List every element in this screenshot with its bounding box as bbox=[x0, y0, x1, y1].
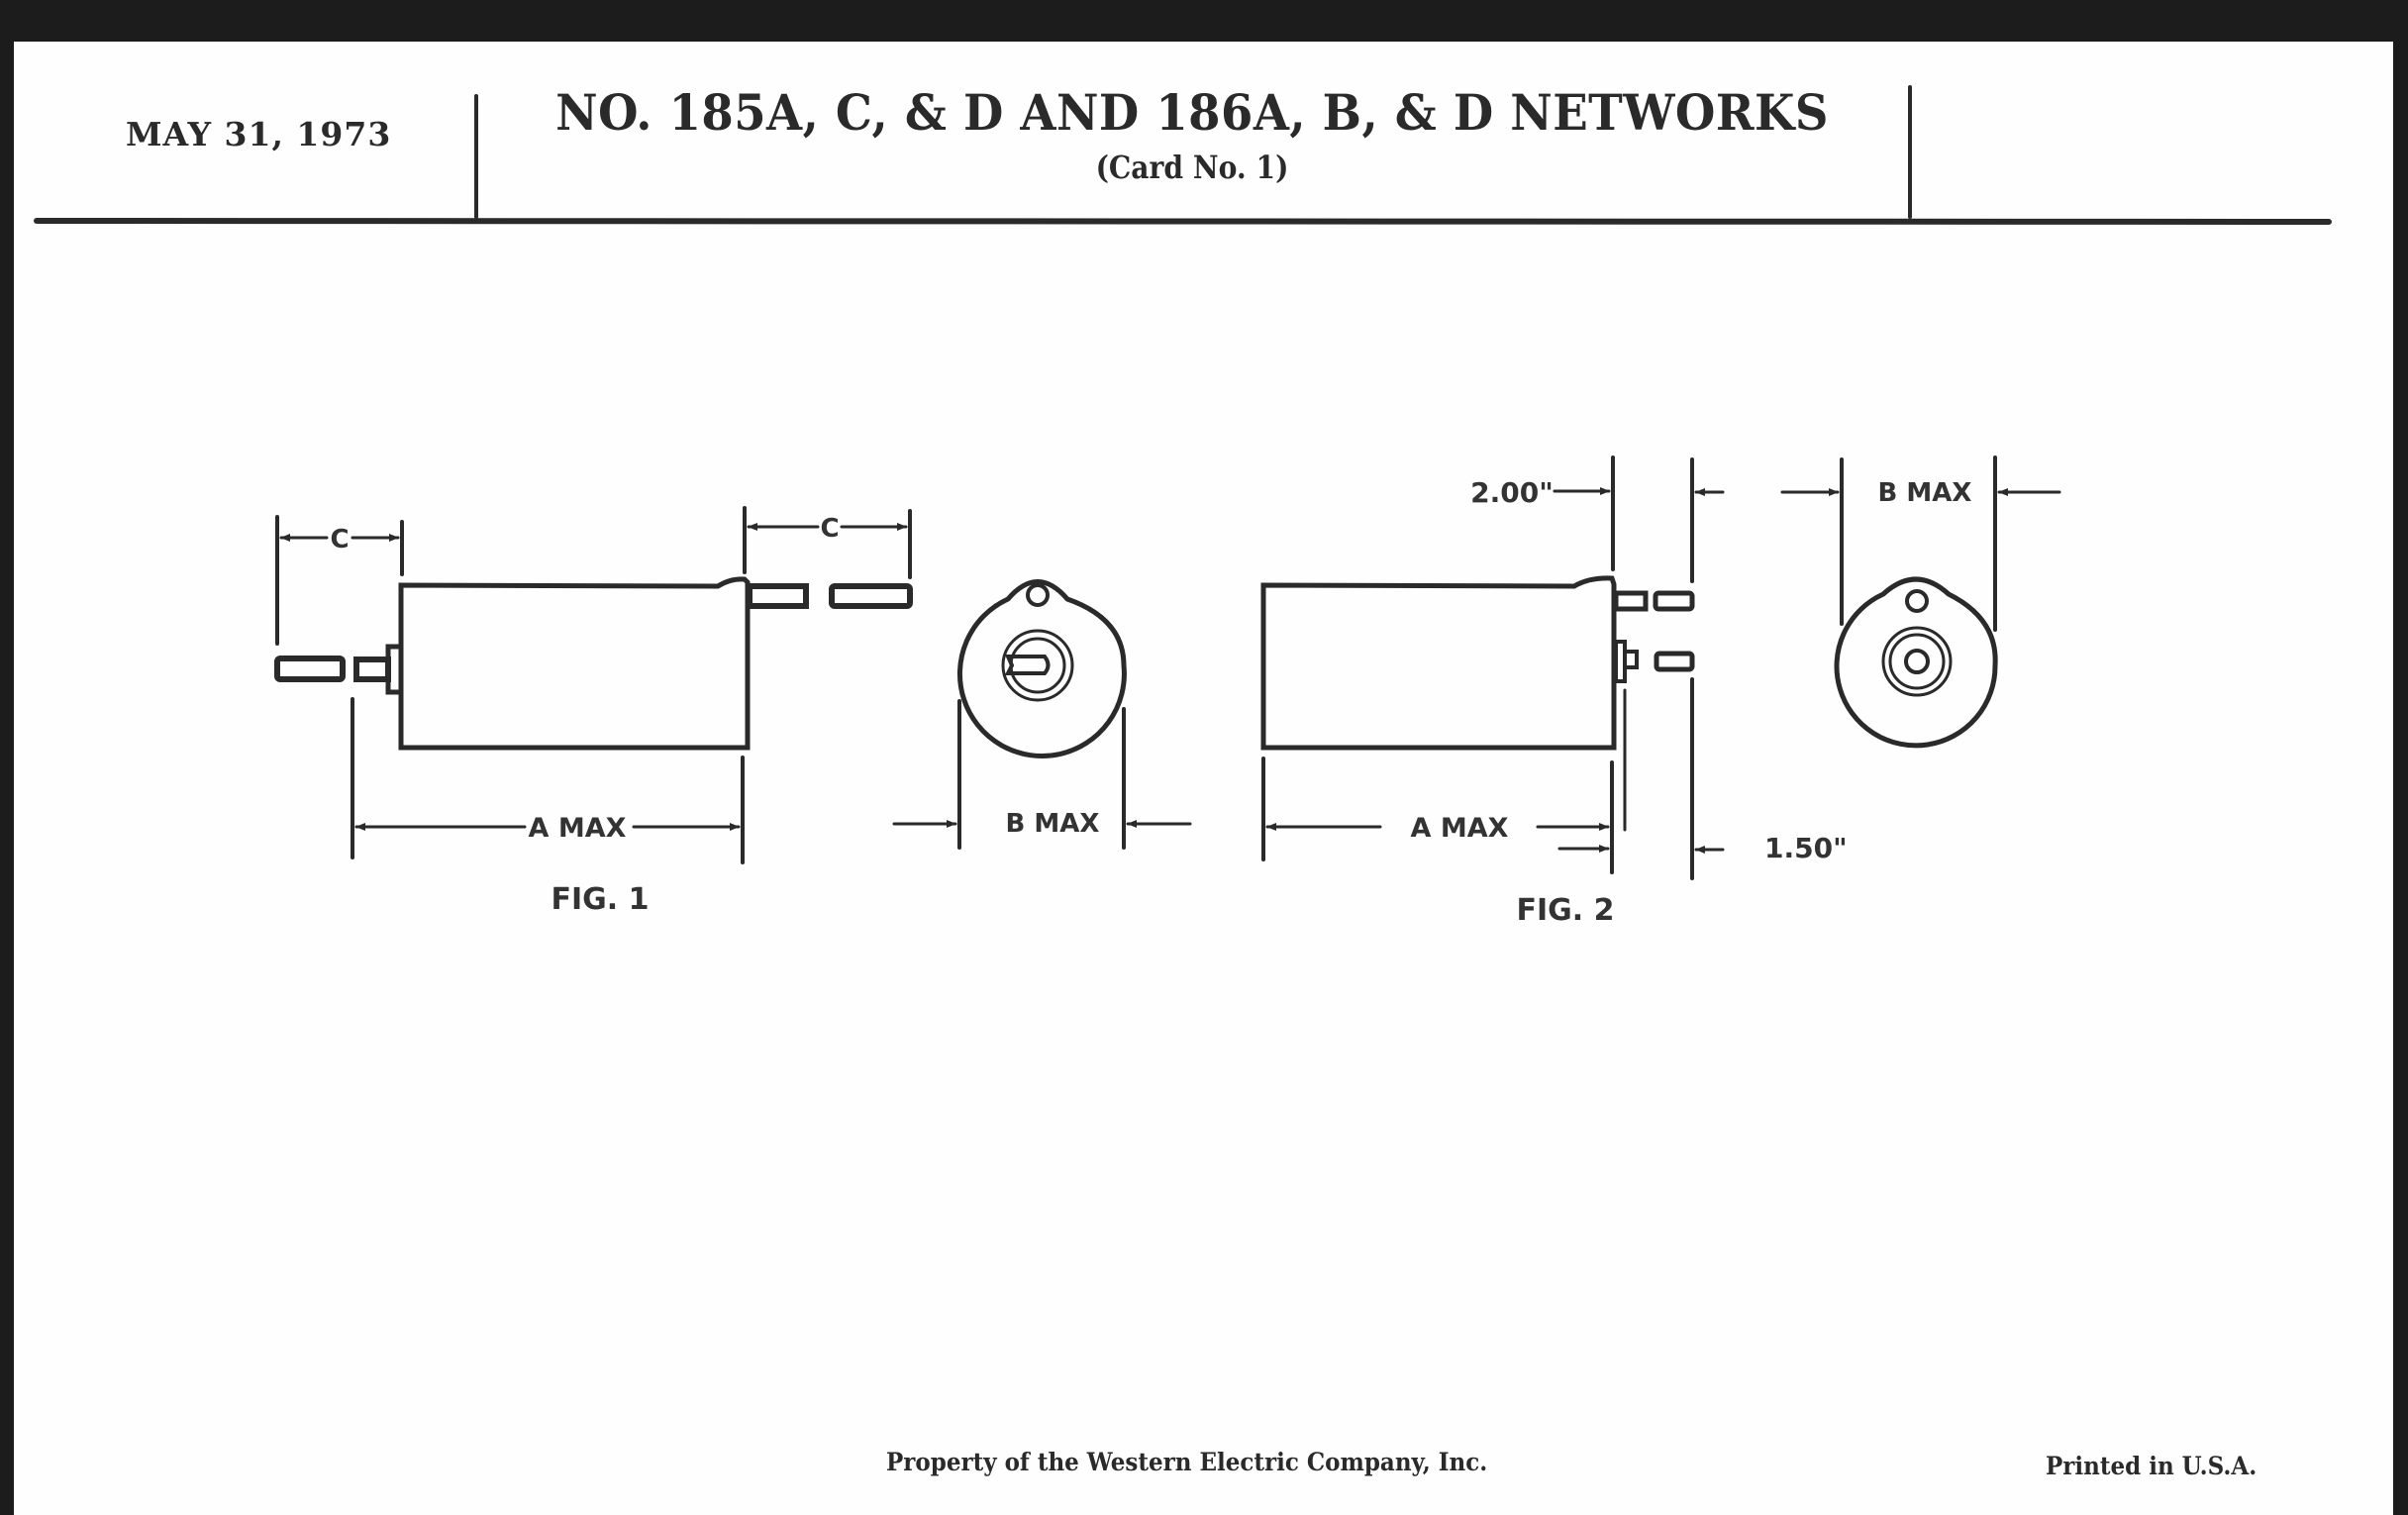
fig2-upper-lead-end bbox=[1653, 590, 1695, 612]
fig1-dim-c-right: C bbox=[820, 514, 839, 544]
fig1-end-outline bbox=[957, 579, 1127, 758]
fig2-side-view bbox=[1260, 455, 1725, 880]
fig1-dim-c-left: C bbox=[330, 525, 349, 555]
fig2-mount-hole bbox=[1905, 589, 1929, 613]
fig2-dim-b: B MAX bbox=[1878, 478, 1972, 508]
page-title: NO. 185A, C, & D AND 186A, B, & D NETWOR… bbox=[555, 83, 1829, 142]
fig1-right-lead-end bbox=[829, 583, 913, 609]
fig1-left-stub bbox=[353, 656, 391, 682]
fig1-right-lead bbox=[747, 583, 809, 609]
fig2-caption: FIG. 2 bbox=[1517, 893, 1615, 928]
printed-notice: Printed in U.S.A. bbox=[2046, 1452, 2258, 1480]
fig2-dim-top-offset: 2.00" bbox=[1470, 476, 1554, 509]
fig2-body bbox=[1260, 575, 1617, 751]
fig1-terminal-lug bbox=[1004, 655, 1051, 675]
fig1-caption: FIG. 1 bbox=[552, 882, 650, 917]
fig2-center-terminal bbox=[1904, 649, 1930, 674]
header-rule bbox=[34, 218, 2332, 225]
fig1-mount-hole bbox=[1026, 583, 1050, 607]
fig2-end-outline bbox=[1834, 576, 1998, 749]
fig1-dim-a: A MAX bbox=[529, 813, 627, 844]
fig1-body bbox=[398, 576, 751, 751]
fig2-lower-lead-end bbox=[1654, 651, 1695, 672]
fig1-left-lead bbox=[274, 656, 346, 682]
fig2-dim-a: A MAX bbox=[1411, 813, 1509, 844]
fig2-dim-bottom-offset: 1.50" bbox=[1764, 832, 1848, 864]
issue-date: MAY 31, 1973 bbox=[126, 115, 392, 153]
property-notice: Property of the Western Electric Company… bbox=[886, 1448, 1488, 1476]
fig2-end-view bbox=[1780, 455, 2061, 749]
spec-card bbox=[14, 42, 2393, 1515]
fig1-end-view bbox=[892, 579, 1192, 850]
card-number: (Card No. 1) bbox=[1095, 149, 1289, 186]
fig2-upper-lead bbox=[1613, 590, 1649, 612]
fig1-side-view bbox=[274, 506, 913, 864]
fig1-dim-b: B MAX bbox=[1006, 809, 1100, 839]
